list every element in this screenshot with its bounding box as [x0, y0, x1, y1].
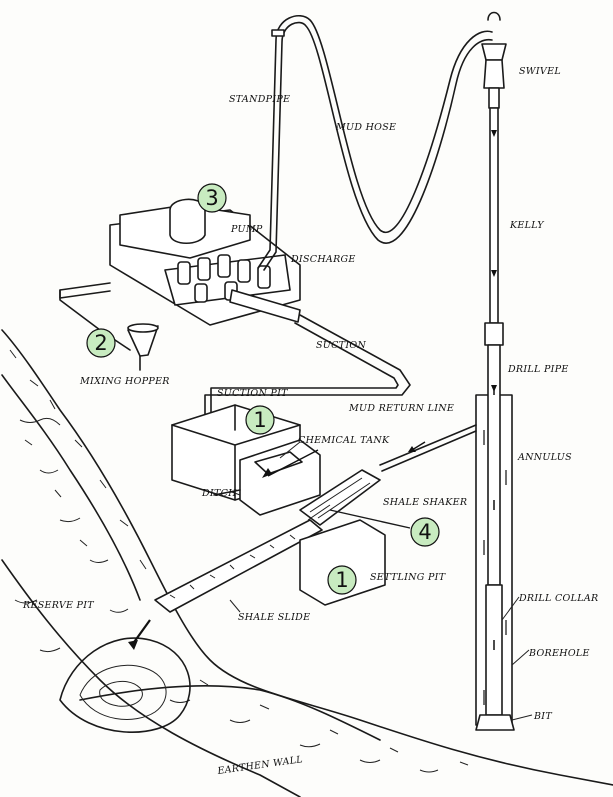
- mixing-hopper-label: MIXING HOPPER: [79, 376, 170, 387]
- mud-hose-label: MUD HOSE: [335, 122, 396, 133]
- discharge-label: DISCHARGE: [290, 254, 356, 265]
- pump-marker-number: 3: [205, 186, 218, 210]
- suction-pit-label: SUCTION PIT: [217, 388, 288, 399]
- suction-pit-marker-number: 1: [253, 408, 266, 432]
- bit-label: BIT: [533, 711, 552, 722]
- shale-slide-label: SHALE SLIDE: [238, 612, 310, 623]
- marker-3: 3: [197, 183, 227, 213]
- mud-return-line: [379, 424, 477, 472]
- mud-return-line-label: MUD RETURN LINE: [348, 403, 454, 414]
- reserve-pit-pile: [59, 619, 191, 733]
- pump: [109, 198, 301, 326]
- ditch-label: DITCH: [201, 488, 237, 499]
- shale-shaker-and-slide: [154, 469, 386, 613]
- marker-1-suction: 1: [245, 405, 275, 435]
- shaker-marker-number: 4: [418, 520, 431, 544]
- hopper-marker-number: 2: [94, 331, 107, 355]
- settling-pit-marker-number: 1: [335, 568, 348, 592]
- drill-string: [475, 11, 515, 731]
- drill-pipe-label: DRILL PIPE: [507, 364, 569, 375]
- kelly-label: KELLY: [509, 220, 545, 231]
- reserve-pit-label: RESERVE PIT: [22, 600, 94, 611]
- chemical-tank-label: CHEMICAL TANK: [298, 435, 390, 446]
- pump-label: PUMP: [230, 224, 263, 235]
- earthen-wall-label: EARTHEN WALL: [216, 754, 304, 777]
- earthen-embankment: [1, 329, 613, 797]
- borehole-label: BOREHOLE: [528, 648, 590, 659]
- swivel-label: SWIVEL: [519, 66, 561, 77]
- drill-collar-label: DRILL COLLAR: [518, 593, 598, 604]
- marker-2: 2: [86, 328, 116, 358]
- mixing-hopper: [59, 289, 159, 357]
- standpipe-label: STANDPIPE: [229, 94, 290, 105]
- shale-shaker-label: SHALE SHAKER: [383, 497, 467, 508]
- annulus-label: ANNULUS: [517, 452, 572, 463]
- marker-1-settling: 1: [327, 565, 357, 595]
- standpipe-and-hose: [257, 15, 493, 271]
- marker-4: 4: [329, 509, 440, 547]
- label-leaders: [229, 441, 533, 721]
- settling-pit-label: SETTLING PIT: [370, 572, 446, 583]
- suction-label: SUCTION: [316, 340, 366, 351]
